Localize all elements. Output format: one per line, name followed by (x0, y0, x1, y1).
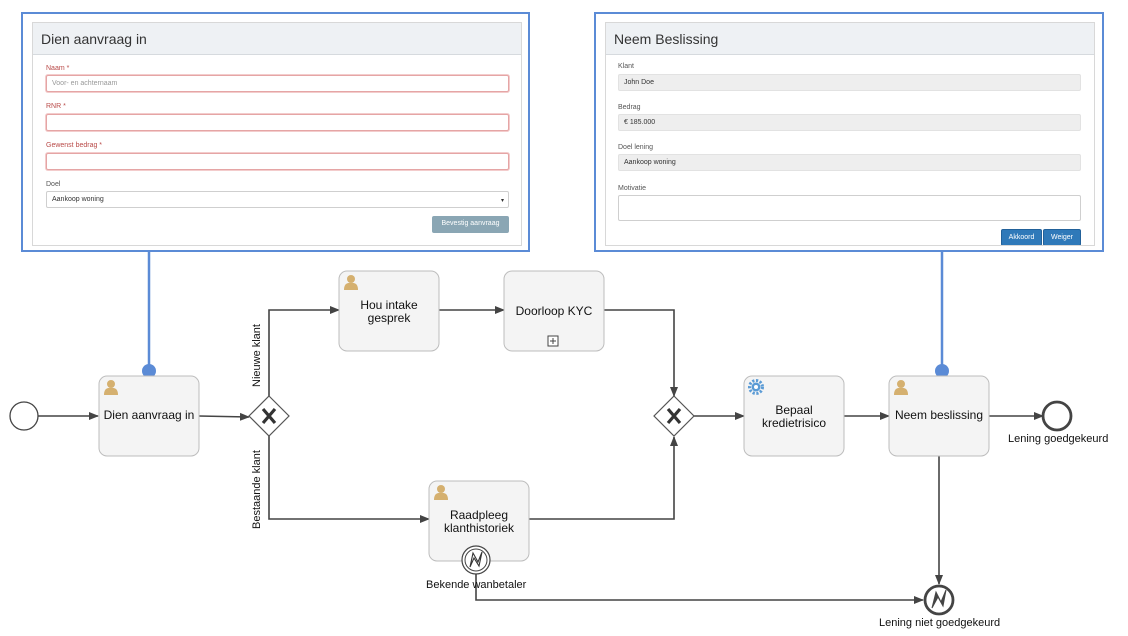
rnr-label: RNR * (46, 103, 66, 110)
error-icon (469, 551, 483, 568)
form-aanvraag-title: Dien aanvraag in (33, 23, 521, 55)
task-hou-intake-gesprek[interactable] (338, 270, 440, 352)
klant-label: Klant (618, 63, 634, 70)
flow-aanvraag-to-gateway (198, 412, 250, 421)
form-connector-dot-aanvraag (142, 364, 156, 378)
event-label-niet-goedgekeurd: Lening niet goedgekeurd (879, 617, 1001, 629)
weiger-button[interactable]: Weiger (1043, 229, 1081, 245)
task-neem-beslissing[interactable] (888, 375, 990, 457)
flow-historiek-to-merge (529, 436, 678, 520)
task-doorloop-kyc[interactable] (503, 270, 605, 352)
flow-label-bestaande-klant: Bestaande klant (251, 450, 263, 529)
form-panel-aanvraag: Dien aanvraag in Naam * Voor- en achtern… (21, 12, 530, 252)
bedrag-input[interactable] (46, 153, 509, 170)
doel-select-value: Aankoop woning (52, 196, 104, 203)
klant-value: John Doe (618, 74, 1081, 91)
doel-lening-value: Aankoop woning (618, 154, 1081, 171)
form-aanvraag: Dien aanvraag in Naam * Voor- en achtern… (32, 22, 522, 246)
boundary-error-event[interactable] (461, 545, 491, 575)
task-label-neem-beslissing: Neem beslissing (894, 408, 984, 422)
flow-kyc-to-merge (604, 309, 678, 397)
bevestig-aanvraag-button[interactable]: Bevestig aanvraag (432, 216, 509, 233)
exclusive-gateway-merge[interactable] (653, 395, 695, 437)
rnr-input[interactable] (46, 114, 509, 131)
end-event-goedgekeurd[interactable] (1041, 400, 1073, 432)
motivatie-label: Motivatie (618, 185, 647, 192)
gear-icon (748, 379, 764, 395)
naam-label: Naam * (46, 65, 70, 72)
form-beslissing-title: Neem Beslissing (606, 23, 1094, 55)
doel-lening-label: Doel lening (618, 144, 654, 151)
caret-down-icon: ▾ (500, 198, 504, 204)
flow-nieuwe-klant (268, 306, 340, 396)
doel-select[interactable]: Aankoop woning ▾ (46, 191, 509, 208)
exclusive-gateway-split[interactable] (248, 395, 290, 437)
bedrag-label: Bedrag (618, 104, 641, 111)
task-label-dien-aanvraag: Dien aanvraag in (103, 408, 195, 422)
bedrag-label: Gewenst bedrag * (46, 142, 103, 149)
motivatie-textarea[interactable] (618, 195, 1081, 221)
subprocess-marker-icon (547, 335, 559, 347)
flow-label-nieuwe-klant: Nieuwe klant (251, 324, 263, 387)
task-label-bepaal: Bepaal kredietrisico (761, 403, 827, 430)
form-panel-beslissing: Neem Beslissing Klant John Doe Bedrag € … (594, 12, 1104, 252)
task-bepaal-kredietrisico[interactable] (743, 375, 845, 457)
task-dien-aanvraag-in[interactable] (98, 375, 200, 457)
end-error-event-niet-goedgekeurd[interactable] (923, 584, 955, 616)
task-label-doorloop-kyc: Doorloop KYC (515, 304, 593, 318)
form-connector-dot-beslissing (935, 364, 949, 378)
event-label-wanbetaler: Bekende wanbetaler (426, 579, 527, 591)
flow-bestaande-klant (268, 436, 430, 523)
doel-label: Doel (46, 181, 61, 188)
bedrag-value: € 185.000 (618, 114, 1081, 131)
task-label-raadpleeg: Raadpleeg klanthistoriek (443, 508, 515, 535)
form-beslissing: Neem Beslissing Klant John Doe Bedrag € … (605, 22, 1095, 246)
error-icon (931, 589, 947, 609)
naam-input[interactable]: Voor- en achternaam (46, 75, 509, 92)
event-label-goedgekeurd: Lening goedgekeurd (1008, 433, 1109, 445)
task-label-hou-intake: Hou intake gesprek (360, 298, 418, 325)
flow-wanbetaler-to-niet-goedgekeurd (475, 574, 924, 604)
akkoord-button[interactable]: Akkoord (1001, 229, 1042, 245)
start-event[interactable] (9, 401, 39, 431)
